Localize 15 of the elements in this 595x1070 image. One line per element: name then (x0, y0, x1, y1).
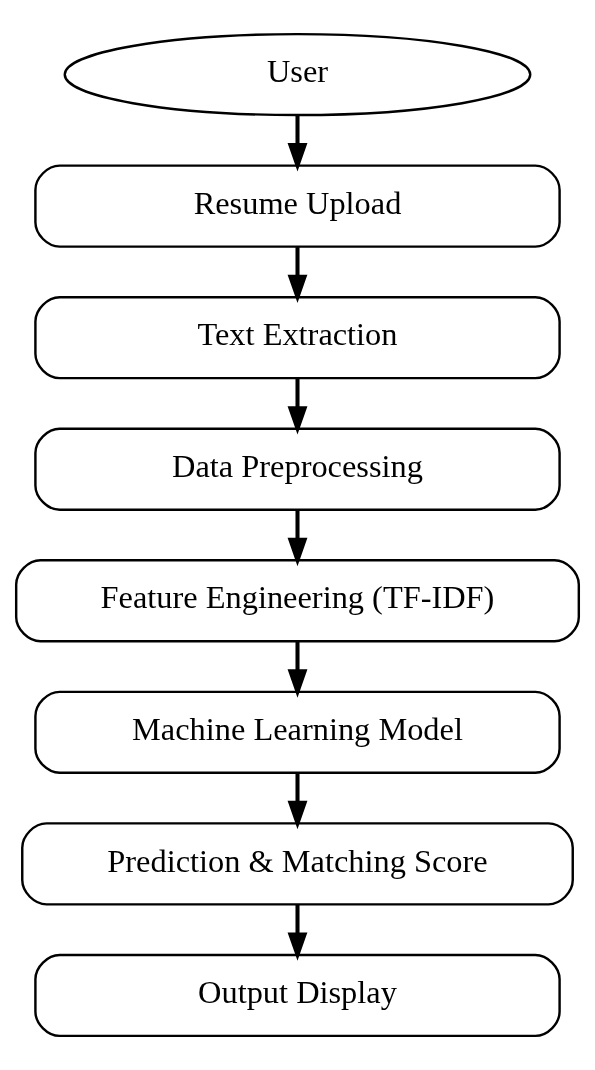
node-box: Machine Learning Model (34, 690, 561, 774)
node-box: Prediction & Matching Score (21, 822, 574, 906)
node-ellipse: User (63, 32, 532, 117)
arrow (287, 641, 308, 698)
node-box: Resume Upload (34, 164, 561, 248)
arrow (287, 773, 308, 830)
arrow (287, 247, 308, 304)
arrow (287, 378, 308, 435)
arrow (287, 510, 308, 567)
arrow (287, 115, 308, 172)
node-box: Feature Engineering (TF-IDF) (14, 559, 581, 643)
arrow (287, 904, 308, 961)
node-box: Output Display (34, 953, 561, 1038)
node-box: Text Extraction (34, 296, 561, 380)
node-box: Data Preprocessing (34, 427, 561, 511)
